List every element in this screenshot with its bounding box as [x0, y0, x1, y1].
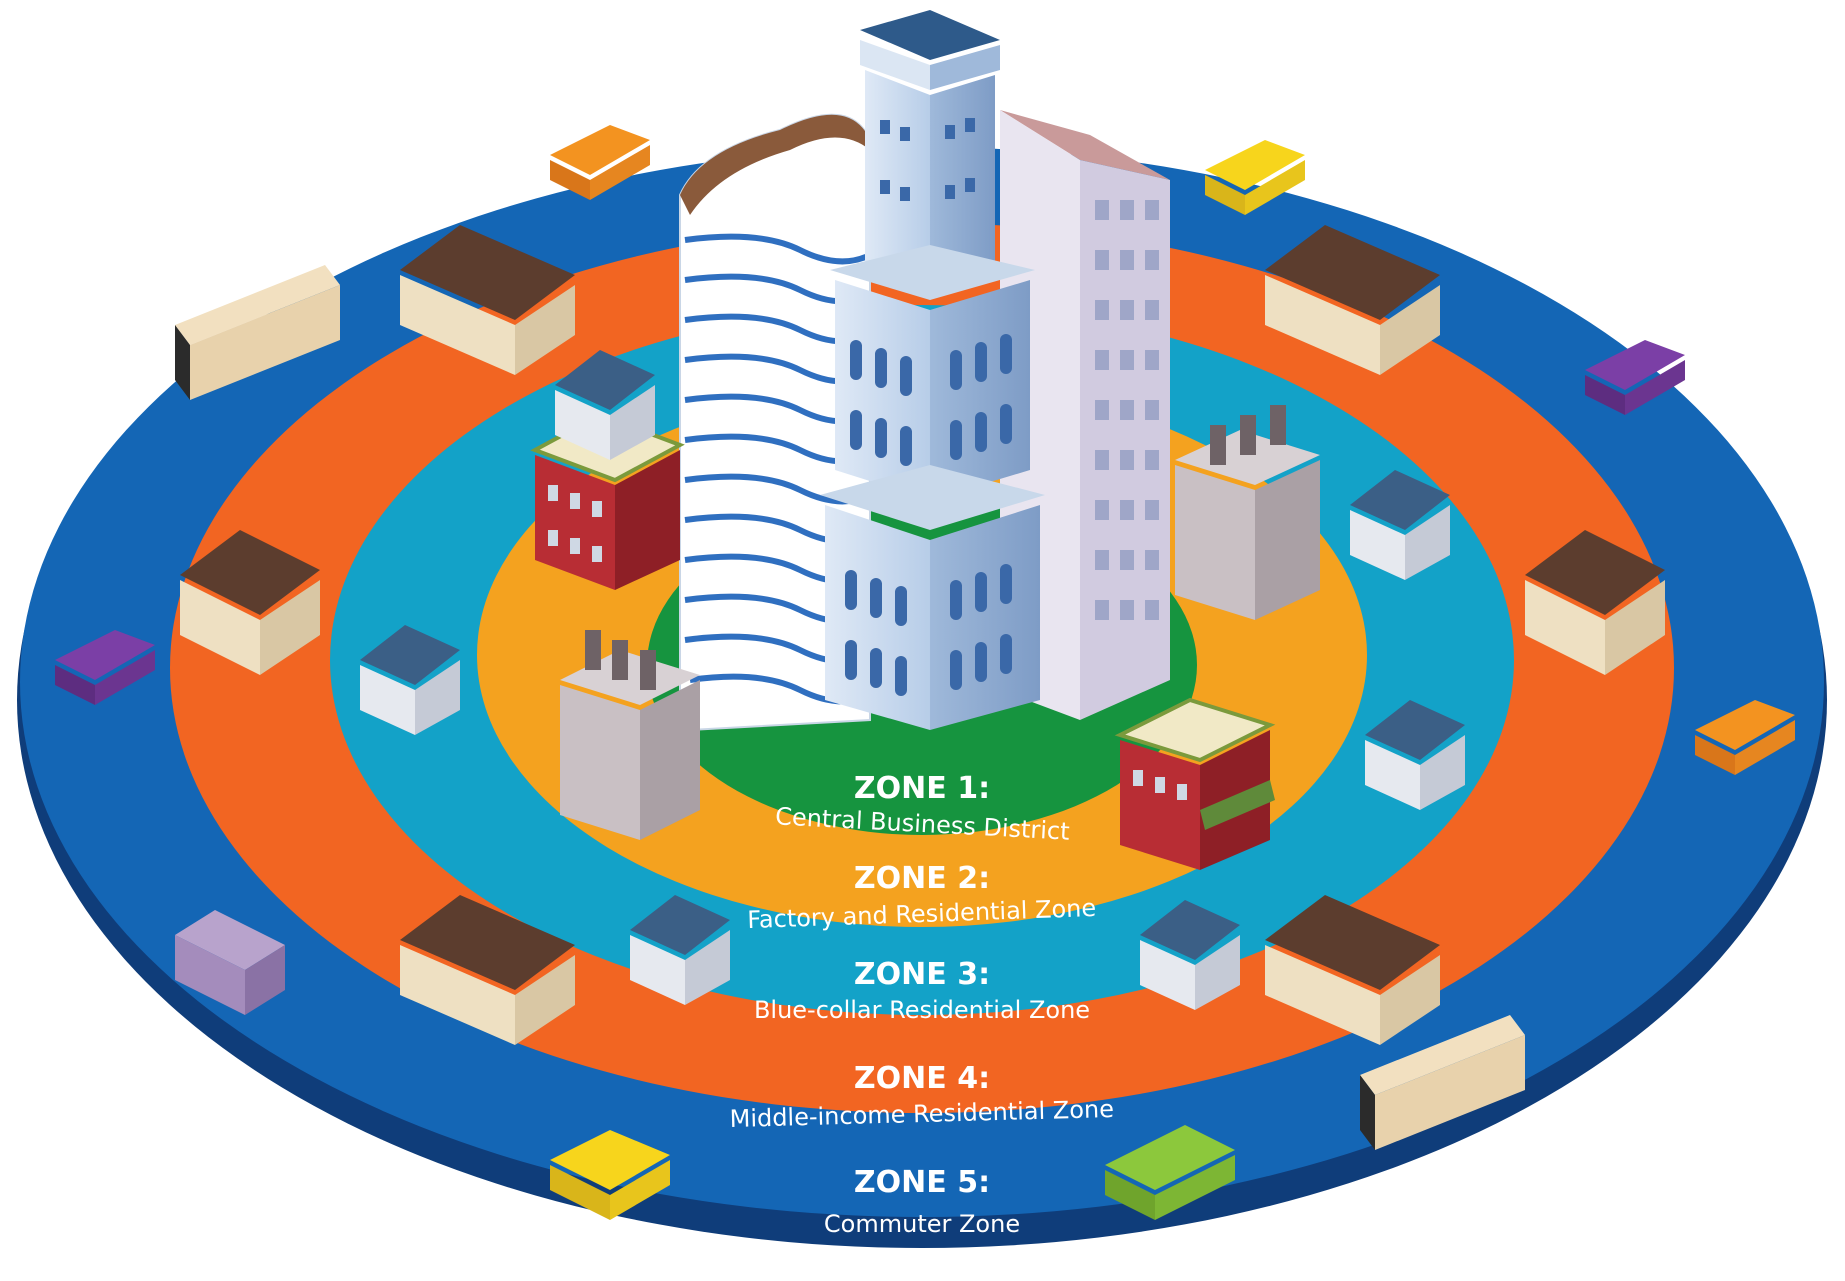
zone-1-title: ZONE 1:: [854, 771, 990, 806]
brick-building-icon: [1114, 697, 1276, 870]
house-icon: [1525, 530, 1665, 675]
house-icon: [1265, 895, 1440, 1045]
skyscraper-icon: [820, 10, 1045, 730]
zone-4-title: ZONE 4:: [854, 1061, 990, 1096]
cottage-icon: [630, 895, 730, 1005]
office-tower-icon: [1000, 110, 1170, 720]
bus-icon: [175, 265, 340, 400]
cottage-icon: [1140, 900, 1240, 1010]
zone-3-subtitle: Blue-collar Residential Zone: [754, 996, 1090, 1024]
zone-5-vehicles: [55, 125, 1795, 1220]
house-icon: [400, 895, 575, 1045]
car-icon: [1585, 340, 1685, 415]
zone-5-title: ZONE 5:: [854, 1165, 990, 1200]
cottage-icon: [360, 625, 460, 735]
house-icon: [1265, 225, 1440, 375]
zone-5-subtitle: Commuter Zone: [824, 1210, 1020, 1238]
car-icon: [55, 630, 155, 705]
house-icon: [400, 225, 575, 375]
cbd-buildings: [679, 10, 1170, 732]
car-icon: [550, 125, 650, 200]
zone-4-houses: [180, 225, 1665, 1045]
cottage-icon: [1350, 470, 1450, 580]
cottage-icon: [555, 350, 655, 460]
zone-3-cottages: [360, 350, 1465, 1010]
zone-3-title: ZONE 3:: [854, 957, 990, 992]
factory-icon: [1175, 405, 1320, 620]
zone-2-title: ZONE 2:: [854, 861, 990, 896]
taxi-icon: [1205, 140, 1305, 215]
cottage-icon: [1365, 700, 1465, 810]
zone-labels: ZONE 1: Central Business District ZONE 2…: [729, 771, 1114, 1238]
taxi-icon: [550, 1130, 670, 1220]
car-icon: [1105, 1125, 1235, 1220]
van-icon: [175, 910, 285, 1015]
zone-2-buildings: [530, 405, 1320, 870]
factory-icon: [560, 630, 700, 840]
car-icon: [1695, 700, 1795, 775]
bus-icon: [1360, 1015, 1525, 1150]
house-icon: [180, 530, 320, 675]
